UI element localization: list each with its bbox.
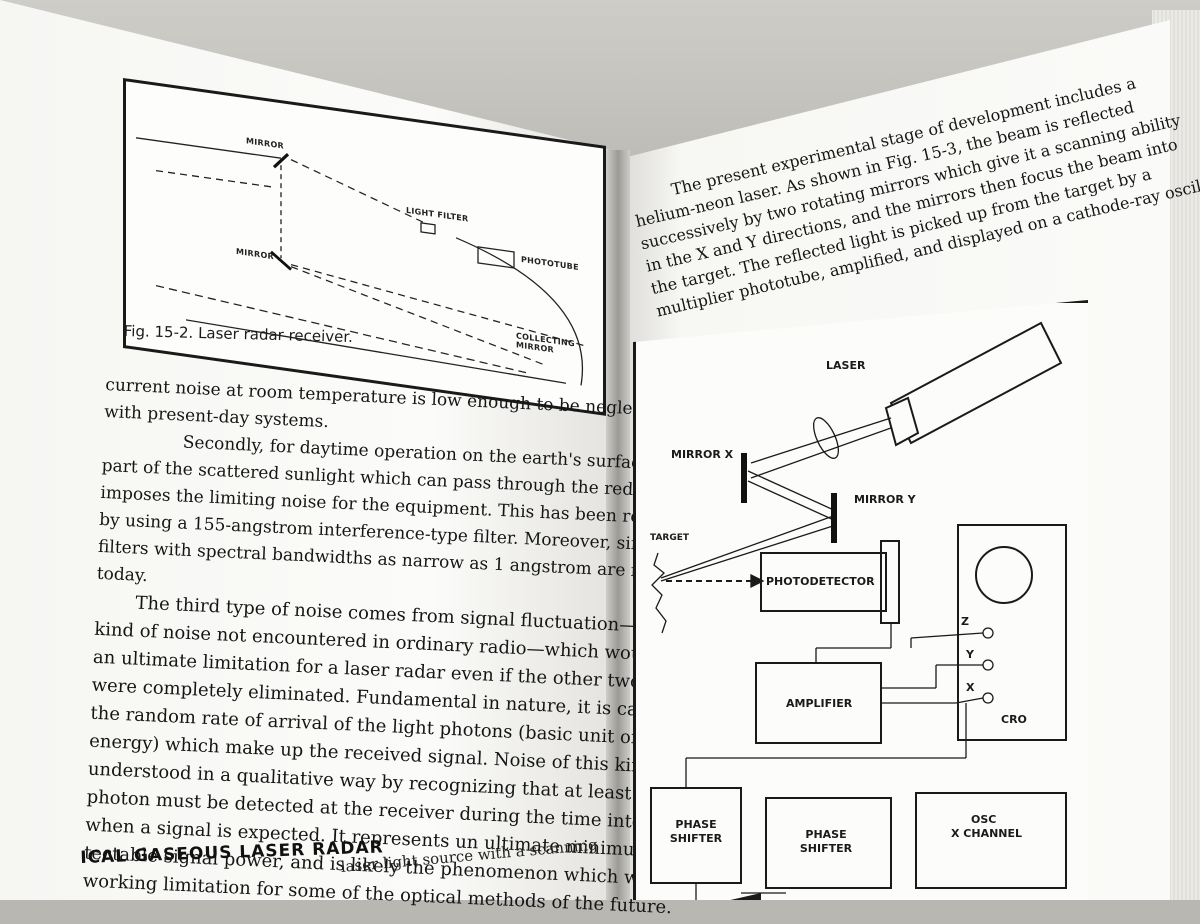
label-amplifier: AMPLIFIER: [786, 697, 853, 710]
label-mirror-x: MIRROR X: [671, 448, 734, 461]
label-x-channel: X CHANNEL: [951, 827, 1023, 840]
paragraph-2: Secondly, for daytime operation on the e…: [96, 426, 698, 611]
label-mirror-y: MIRROR Y: [854, 493, 916, 506]
label-x: X: [966, 681, 975, 694]
figure-15-2-drawing: [136, 137, 587, 386]
left-page-body: current noise at room temperature is low…: [82, 372, 727, 919]
label-photodetector: PHOTODETECTOR: [766, 575, 875, 588]
label-cro: CRO: [1001, 713, 1027, 726]
figure-15-3-drawing: [650, 321, 1067, 900]
label-phase-shifter-1: PHASE SHIFTER: [669, 818, 723, 845]
label-phase-shifter-2: PHASE SHIFTER: [799, 828, 853, 855]
label-z: Z: [961, 615, 969, 628]
paragraph-3: The third type of noise comes from signa…: [82, 588, 727, 919]
book-gutter: [606, 150, 630, 900]
label-y: Y: [966, 648, 974, 661]
label-target: TARGET: [650, 533, 690, 543]
label-osc: OSC: [971, 813, 997, 826]
label-laser: LASER: [826, 359, 866, 372]
figure-15-3: LASER MIRROR X MIRROR Y TARGET PHOTODETE…: [633, 300, 1088, 900]
figure-15-2: MIRROR LIGHT FILTER PHOTOTUBE MIRROR COL…: [123, 78, 606, 416]
